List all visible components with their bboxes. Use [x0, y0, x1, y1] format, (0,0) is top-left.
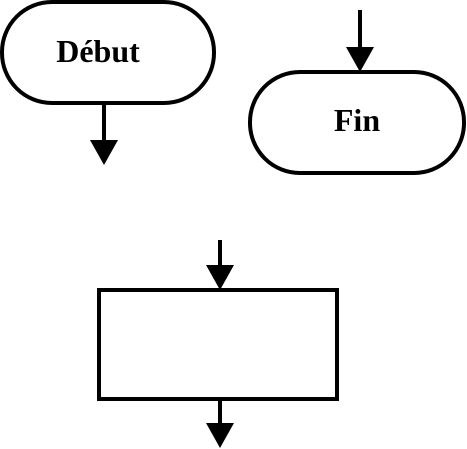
end-terminal-label: Fin [334, 102, 380, 138]
start-outgoing-arrow [90, 105, 118, 165]
start-terminal: Début [0, 0, 216, 105]
process-box-shape [97, 288, 339, 401]
end-terminal-shape [248, 70, 466, 175]
process-incoming-arrow [206, 240, 234, 290]
end-terminal: Fin [248, 70, 466, 175]
end-incoming-arrow [346, 10, 374, 72]
process-outgoing-arrow-head [206, 423, 234, 448]
end-incoming-arrow-head [346, 47, 374, 72]
process-incoming-arrow-head [206, 265, 234, 290]
start-outgoing-arrow-head [90, 140, 118, 165]
process-outgoing-arrow [206, 401, 234, 448]
start-terminal-shape [0, 0, 216, 105]
start-terminal-label: Début [56, 33, 140, 69]
process-box [97, 288, 339, 401]
